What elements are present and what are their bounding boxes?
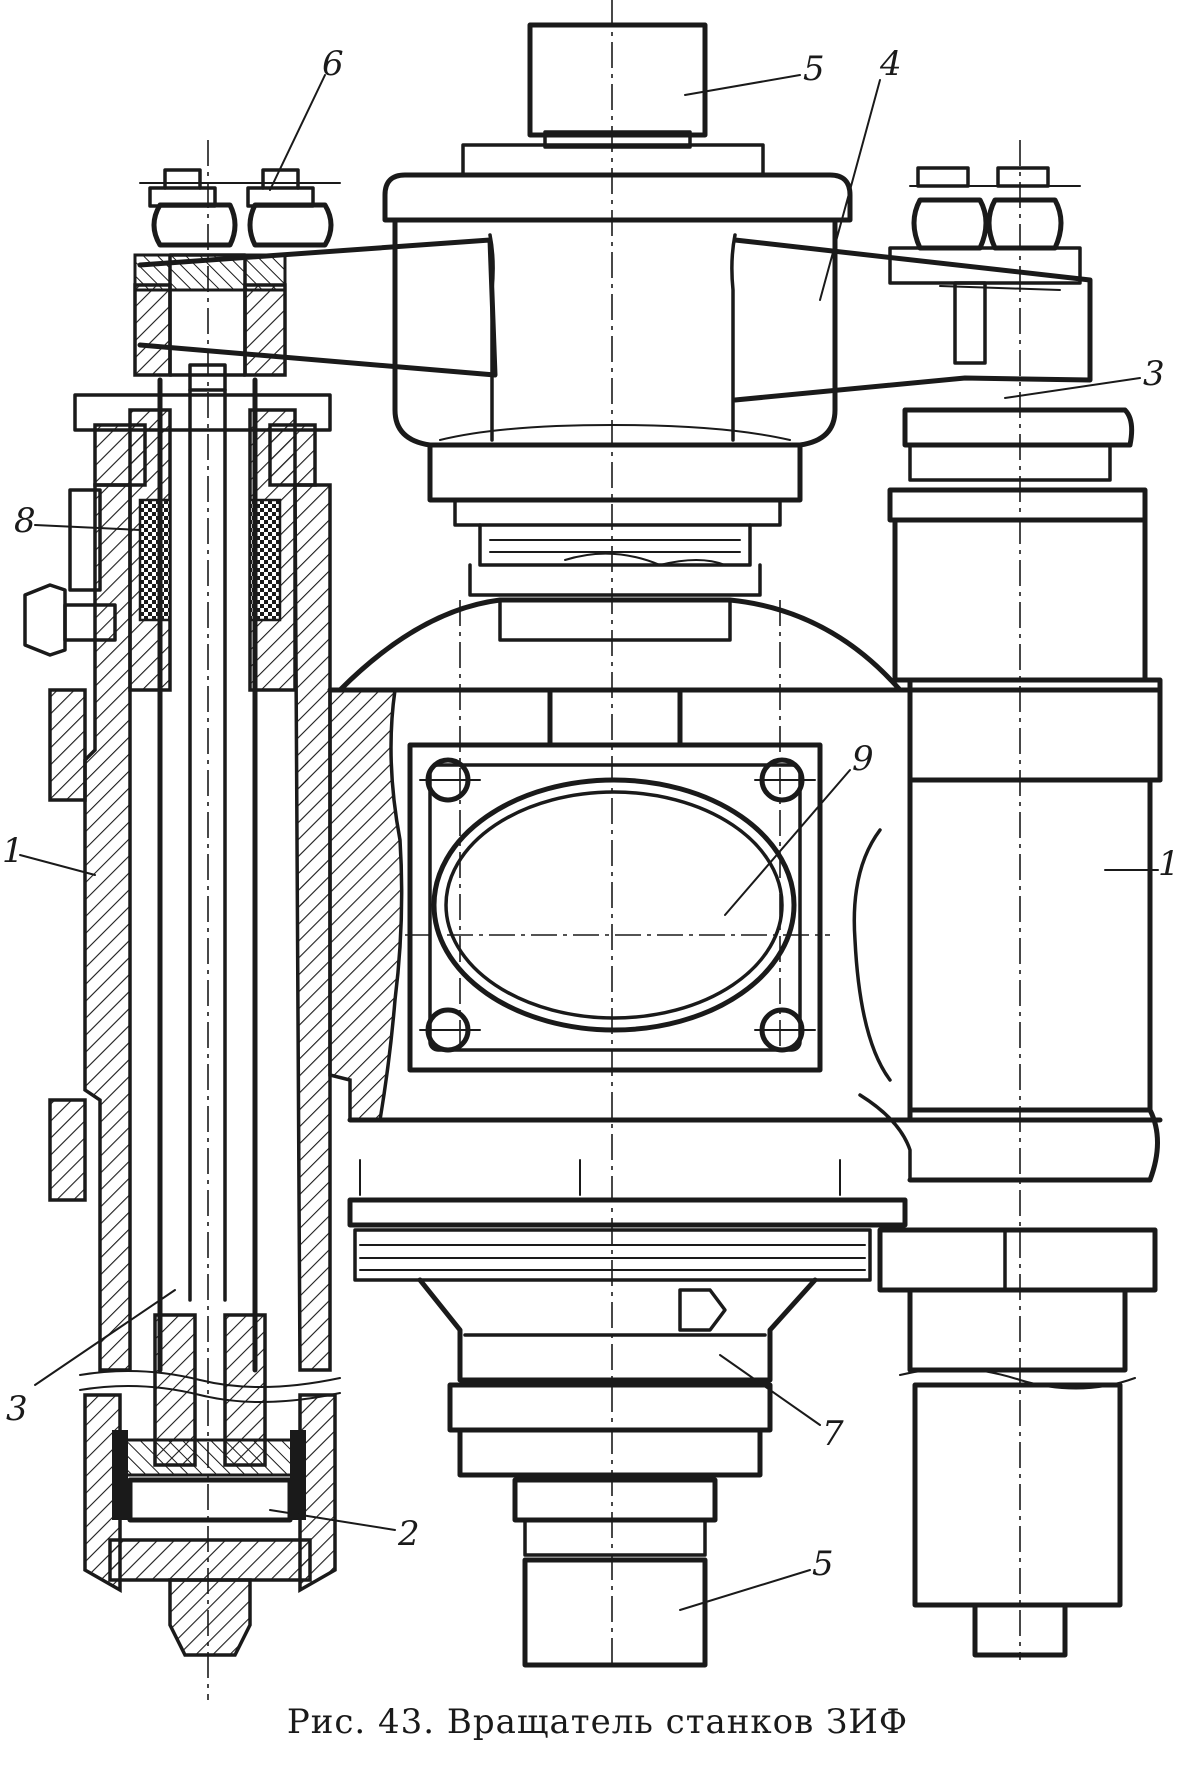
figure-caption: Рис. 43. Вращатель станков ЗИФ <box>286 1702 909 1742</box>
left-guide-column <box>23 363 341 1657</box>
right-guide-column <box>877 407 1163 1658</box>
label-6: 6 <box>322 44 344 84</box>
rotator-technical-drawing: 5 4 6 3 8 1 9 1 3 2 7 5 <box>2 0 1180 1700</box>
label-2: 2 <box>397 1514 420 1554</box>
lower-bearing-housing <box>347 1159 908 1557</box>
central-housing <box>327 597 1163 1182</box>
label-4: 4 <box>879 44 902 84</box>
label-3-left: 3 <box>6 1389 28 1429</box>
label-3-right: 3 <box>1143 354 1165 394</box>
right-clamp-nuts <box>888 166 1082 365</box>
label-5-top: 5 <box>803 49 825 89</box>
top-spindle-end <box>461 22 765 177</box>
label-5-bottom: 5 <box>812 1544 834 1584</box>
yoke-arm <box>137 237 1093 403</box>
label-1-right: 1 <box>1158 844 1180 884</box>
label-9: 9 <box>852 739 874 779</box>
inspection-window <box>431 777 797 1033</box>
label-7: 7 <box>822 1414 844 1454</box>
cover-bolts <box>419 757 816 1053</box>
left-clamp-nuts <box>133 168 341 377</box>
label-8: 8 <box>14 501 36 541</box>
label-1-left: 1 <box>2 831 24 871</box>
callouts: 5 4 6 3 8 1 9 1 3 2 7 5 <box>2 44 1180 1611</box>
bottom-spindle-end <box>522 1557 708 1668</box>
